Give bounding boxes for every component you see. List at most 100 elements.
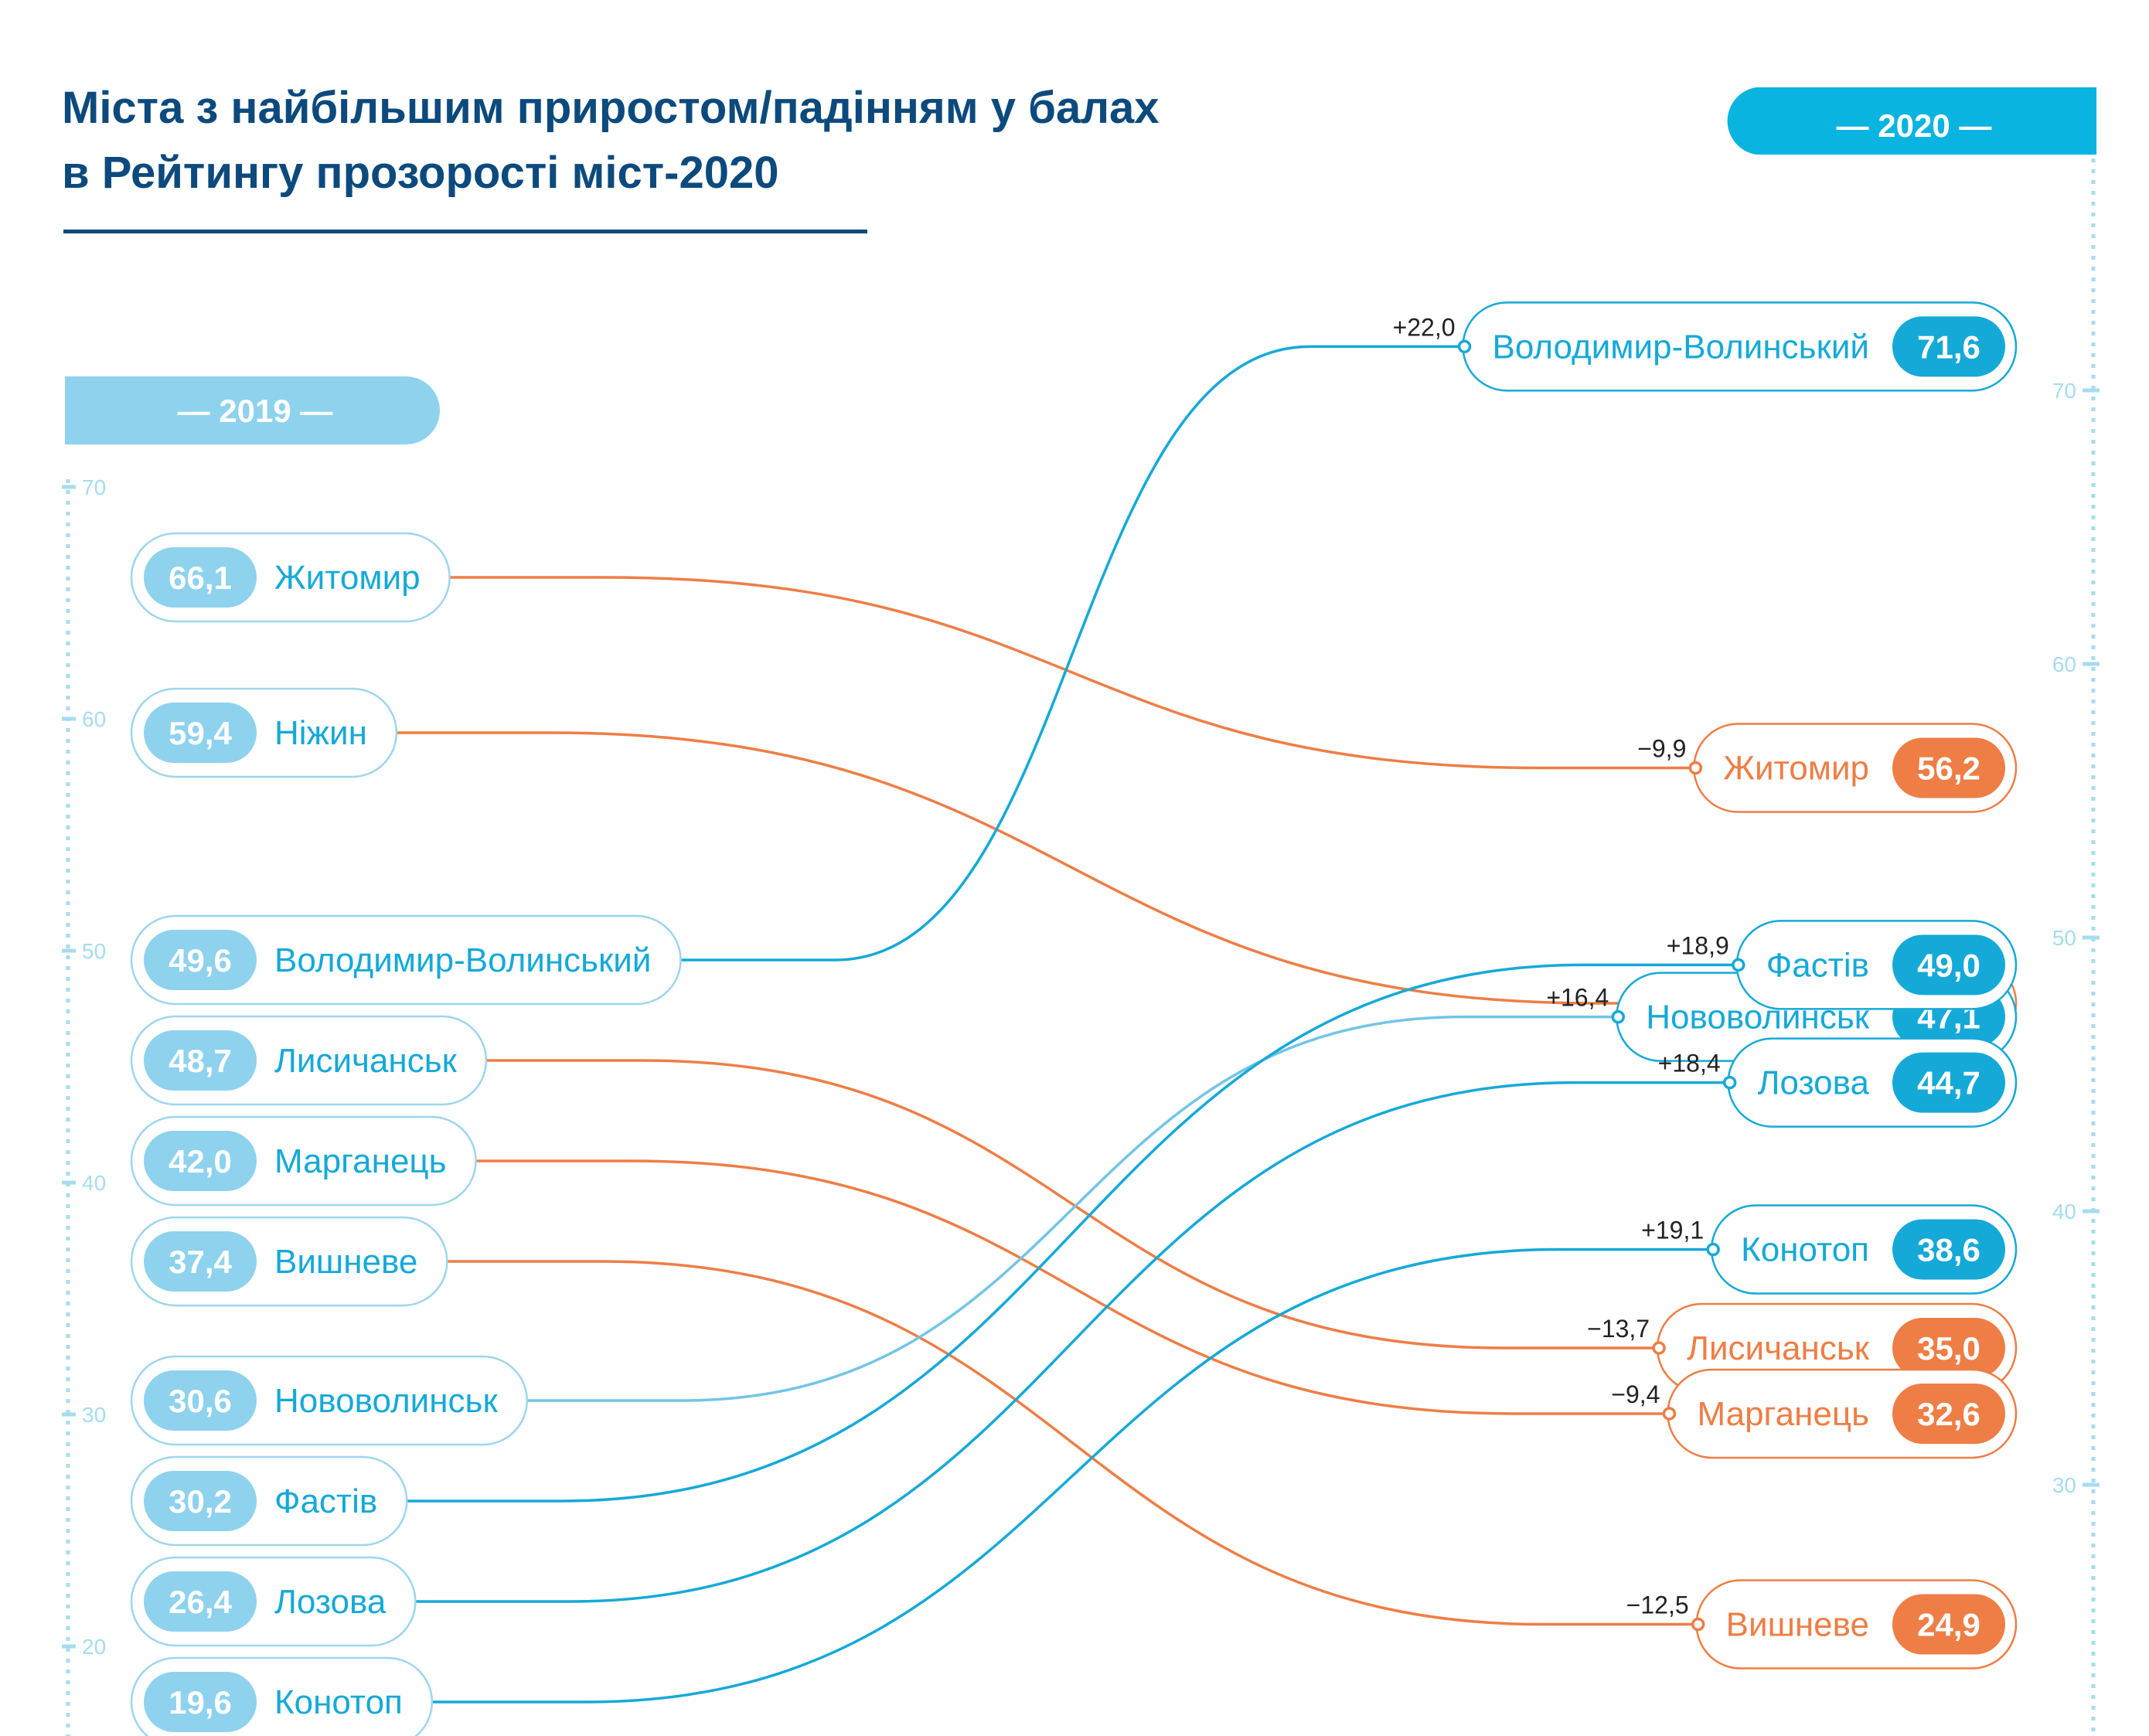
value-2020-badge (1892, 1318, 2005, 1378)
connector-end-dot (1688, 761, 1703, 775)
value-2020: 56,2 (1917, 751, 1980, 787)
value-2020-badge (1892, 1052, 2005, 1113)
city-label-2020: Вишневе (1726, 1606, 1869, 1644)
chart-title: Міста з найбільшим приростом/падінням у … (62, 76, 1376, 206)
value-2019: 19,6 (169, 1684, 232, 1721)
axis-2019-tick-label: 60 (82, 707, 106, 731)
city-label-2019: Ніжин (274, 714, 367, 752)
pill-2019 (130, 914, 682, 1006)
axis-2019-tick-label: 50 (82, 939, 106, 963)
axis-2019-tick-label: 30 (82, 1403, 106, 1427)
value-2019: 59,4 (169, 715, 232, 751)
value-2020: 44,7 (1917, 1065, 1980, 1101)
axis-2019-tick-label: 70 (82, 475, 106, 499)
axis-2020-tick-label: 60 (2052, 652, 2076, 676)
city-label-2019: Фастів (274, 1482, 377, 1520)
header-2020-label: — 2020 — (1837, 107, 1992, 144)
connector-end-dot (1662, 1407, 1677, 1421)
value-2019: 30,2 (169, 1483, 232, 1520)
connector-line (449, 576, 1696, 770)
connector-end-dot (1732, 958, 1745, 972)
connector-line (485, 1059, 1660, 1350)
value-2019-badge (144, 703, 257, 763)
city-label-2019: Конотоп (274, 1683, 403, 1721)
header-2020-bg (1727, 87, 2096, 155)
city-label-2020: Житомир (1723, 750, 1869, 788)
value-2020-badge (1892, 934, 2005, 996)
title-underline (63, 230, 867, 233)
city-label-2020: Конотоп (1741, 1231, 1869, 1269)
value-2020: 38,6 (1917, 1232, 1980, 1268)
value-2019: 49,6 (169, 942, 232, 979)
value-2019: 48,7 (169, 1043, 232, 1079)
city-label-2019: Марганець (274, 1142, 447, 1180)
change-label: +19,1 (1641, 1217, 1704, 1244)
value-2019-badge (144, 1672, 257, 1732)
value-2019-badge (144, 930, 257, 990)
value-2019-badge (144, 1030, 257, 1091)
city-label-2020: Марганець (1697, 1395, 1869, 1433)
connector-lines (396, 345, 1749, 1704)
city-label-2019: Лисичанськ (274, 1042, 458, 1080)
connector-end-dot (1722, 1075, 1737, 1090)
title-line-2: в Рейтингу прозорості міст-2020 (62, 148, 779, 198)
change-label: −9,4 (1611, 1380, 1660, 1408)
axis-2019-tick-label: 40 (82, 1171, 106, 1195)
connector-line (415, 1081, 1730, 1603)
column-headers: — 2019 — — 2020 — (65, 87, 2096, 444)
connector-line (526, 1015, 1619, 1402)
value-2019-badge (144, 1471, 257, 1531)
labels-2020: 56,2Житомир−9,947,6Ніжин−11,871,6Володим… (1393, 301, 2018, 1670)
value-2020-badge (1892, 1383, 2005, 1444)
value-2019: 26,4 (169, 1584, 232, 1620)
value-2020: 35,0 (1917, 1330, 1980, 1367)
value-2020: 71,6 (1917, 328, 1980, 365)
connector-end-dot (1706, 1242, 1720, 1257)
value-2020-badge (1892, 737, 2005, 798)
city-label-2019: Житомир (274, 559, 421, 597)
value-2019-badge (144, 1231, 257, 1292)
city-label-2019: Лозова (274, 1583, 387, 1621)
value-2020: 49,0 (1917, 947, 1980, 983)
city-label-2019: Володимир-Волинський (274, 941, 651, 979)
city-label-2020: Лисичанськ (1687, 1329, 1870, 1367)
value-2020-badge (1892, 316, 2005, 377)
value-2019-badge (144, 1571, 257, 1632)
connector-line (447, 1260, 1698, 1626)
city-label-2019: Вишневе (274, 1243, 417, 1281)
axis-2019-tick-label: 20 (82, 1635, 106, 1659)
axes: 203040506070203040506070 (62, 158, 2100, 1736)
axis-2020-tick-label: 30 (2052, 1473, 2076, 1497)
city-label-2020: Володимир-Волинський (1493, 328, 1869, 366)
connector-end-dot (1691, 1617, 1705, 1632)
value-2019: 30,6 (169, 1383, 232, 1419)
axis-2020-tick-label: 50 (2052, 926, 2076, 950)
change-label: +18,4 (1658, 1050, 1721, 1077)
connector-end-dot (1652, 1341, 1666, 1355)
value-2020-badge (1892, 1219, 2005, 1280)
connector-line (431, 1248, 1714, 1704)
change-label: −9,9 (1637, 735, 1686, 763)
change-label: +18,9 (1667, 931, 1729, 959)
change-label: +16,4 (1546, 984, 1609, 1012)
value-2019: 37,4 (169, 1244, 232, 1280)
value-2019: 66,1 (169, 560, 232, 596)
title-line-1: Міста з найбільшим приростом/падінням у … (62, 83, 1160, 133)
value-2019-badge (144, 1131, 257, 1191)
city-label-2019: Нововолинськ (274, 1382, 498, 1420)
connector-line (407, 963, 1739, 1503)
header-2019-label: — 2019 — (178, 393, 333, 429)
value-2019: 42,0 (169, 1143, 232, 1179)
connector-end-dot (1457, 339, 1472, 354)
header-2019-bg (65, 376, 440, 444)
axis-2020-tick-label: 70 (2052, 379, 2076, 403)
change-label: −12,5 (1626, 1591, 1689, 1619)
value-2020: 32,6 (1917, 1396, 1980, 1432)
city-label-2020: Фастів (1766, 946, 1869, 984)
connector-line (475, 1159, 1670, 1415)
city-label-2020: Лозова (1758, 1064, 1870, 1102)
value-2019-badge (144, 547, 257, 608)
change-label: −13,7 (1587, 1315, 1650, 1343)
value-2020: 24,9 (1917, 1607, 1980, 1643)
